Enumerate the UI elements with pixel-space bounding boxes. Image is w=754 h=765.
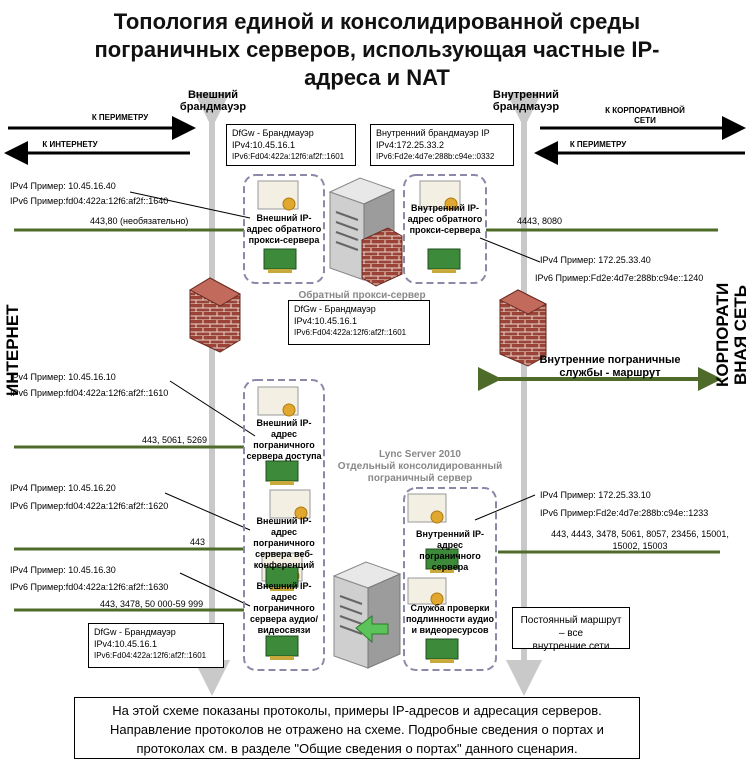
certificate-icon xyxy=(419,180,461,211)
network-card-icon xyxy=(265,460,299,485)
av-ipv6: IPv6 Пример:fd04:422a:12f6:af2f::1630 xyxy=(10,582,169,592)
page-title: Топология единой и консолидированной сре… xyxy=(94,9,660,90)
rp-int-ipv4: IPv4 Пример: 172.25.33.40 xyxy=(540,255,651,265)
av-ipv4: IPv4 Пример: 10.45.16.30 xyxy=(10,565,116,575)
rp-ext-title: Внешний IP- адрес обратного прокси-серве… xyxy=(246,213,322,245)
edge-server-icon xyxy=(332,561,402,669)
rp-ext-ipv6: IPv6 Пример:fd04:422a:12f6:af2f::1640 xyxy=(10,196,169,206)
dfgw-top-box: DfGw - Брандмауэр IPv4:10.45.16.1 IPv6:F… xyxy=(226,124,356,166)
to-corporate-label: К КОРПОРАТИВНОЙ СЕТИ xyxy=(605,106,685,125)
network-card-icon xyxy=(425,638,459,663)
to-perimeter-left-label: К ПЕРИМЕТРУ xyxy=(91,113,149,122)
edge-int-title: Внутренний IP- адрес пограничного сервер… xyxy=(416,529,484,572)
rp-int-title: Внутренний IP- адрес обратного прокси-се… xyxy=(407,203,483,235)
rp-ext-ports: 443,80 (необязательно) xyxy=(90,216,189,226)
rp-int-ipv6: IPv6 Пример:Fd2e:4d7e:288b:c94e::1240 xyxy=(535,273,704,283)
network-card-icon xyxy=(265,566,299,591)
reverse-proxy-label: Обратный прокси-сервер xyxy=(298,290,426,301)
certificate-icon xyxy=(257,180,299,211)
web-title: Внешний IP- адрес пограничного сервера в… xyxy=(253,516,315,570)
dfgw-middle-box: DfGw - Брандмауэр IPv4:10.45.16.1 IPv6:F… xyxy=(288,300,430,345)
access-title: Внешний IP- адрес пограничного сервера д… xyxy=(246,418,322,461)
av-ports: 443, 3478, 50 000-59 999 xyxy=(100,599,204,609)
edge-int-ipv6: IPv6 Пример:Fd2e:4d7e:288b:c94e::1233 xyxy=(540,508,709,518)
web-ipv4: IPv4 Пример: 10.45.16.20 xyxy=(10,483,116,493)
web-ipv6: IPv6 Пример:fd04:422a:12f6:af2f::1620 xyxy=(10,501,169,511)
certificate-icon xyxy=(407,493,447,524)
network-card-icon xyxy=(263,248,297,273)
brick-firewall-icon xyxy=(361,227,403,287)
corporate-side-label: КОРПОРАТИ ВНАЯ СЕТЬ xyxy=(713,282,750,388)
web-ports: 443 xyxy=(190,537,206,547)
edge-external-group xyxy=(243,379,325,671)
edge-internal-group xyxy=(403,487,497,671)
lync-server-label: Lync Server 2010 Отдельный консолидирова… xyxy=(337,449,503,484)
internal-brick-wall-icon xyxy=(498,289,548,367)
internet-side-label: ИНТЕРНЕТ xyxy=(3,304,22,396)
network-card-icon xyxy=(265,635,299,660)
av-title: Внешний IP- адрес пограничного сервера а… xyxy=(250,581,318,635)
rp-external-group xyxy=(243,174,325,284)
access-ports: 443, 5061, 5269 xyxy=(142,435,208,445)
diagram-note: На этой схеме показаны протоколы, пример… xyxy=(74,697,640,759)
access-ipv6: IPv6 Пример:fd04:422a:12f6:af2f::1610 xyxy=(10,388,169,398)
access-ipv4: IPv4 Пример: 10.45.16.10 xyxy=(10,372,116,382)
internal-firewall-ip-box: Внутренний брандмауэр IP IPv4:172.25.33.… xyxy=(370,124,514,166)
network-card-icon xyxy=(427,248,461,273)
edge-int-ipv4: IPv4 Пример: 172.25.33.10 xyxy=(540,490,651,500)
av-auth-title: Служба проверки подлинности аудио и виде… xyxy=(406,603,495,635)
rp-internal-group xyxy=(403,174,487,284)
rp-int-ports: 4443, 8080 xyxy=(517,216,563,226)
network-card-icon xyxy=(425,548,459,573)
persistent-route-box: Постоянный маршрут – все внутренние сети xyxy=(512,607,630,652)
rp-ext-ipv4: IPv4 Пример: 10.45.16.40 xyxy=(10,181,116,191)
dfgw-bottom-box: DfGw - Брандмауэр IPv4:10.45.16.1 IPv6:F… xyxy=(88,623,224,668)
to-internet-label: К ИНТЕРНЕТУ xyxy=(42,140,98,149)
edge-int-ports: 443, 4443, 3478, 5061, 8057, 23456, 1500… xyxy=(551,529,729,551)
to-perimeter-right-label: К ПЕРИМЕТРУ xyxy=(569,140,627,149)
certificate-icon xyxy=(269,489,311,520)
certificate-icon xyxy=(257,386,299,417)
external-firewall-label: Внешний брандмауэр xyxy=(179,89,247,113)
external-brick-wall-icon xyxy=(188,277,242,353)
certificate-icon xyxy=(407,577,447,606)
internal-route-label: Внутренние пограничные службы - маршрут xyxy=(539,354,681,379)
internal-firewall-label: Внутренний брандмауэр xyxy=(492,89,560,113)
